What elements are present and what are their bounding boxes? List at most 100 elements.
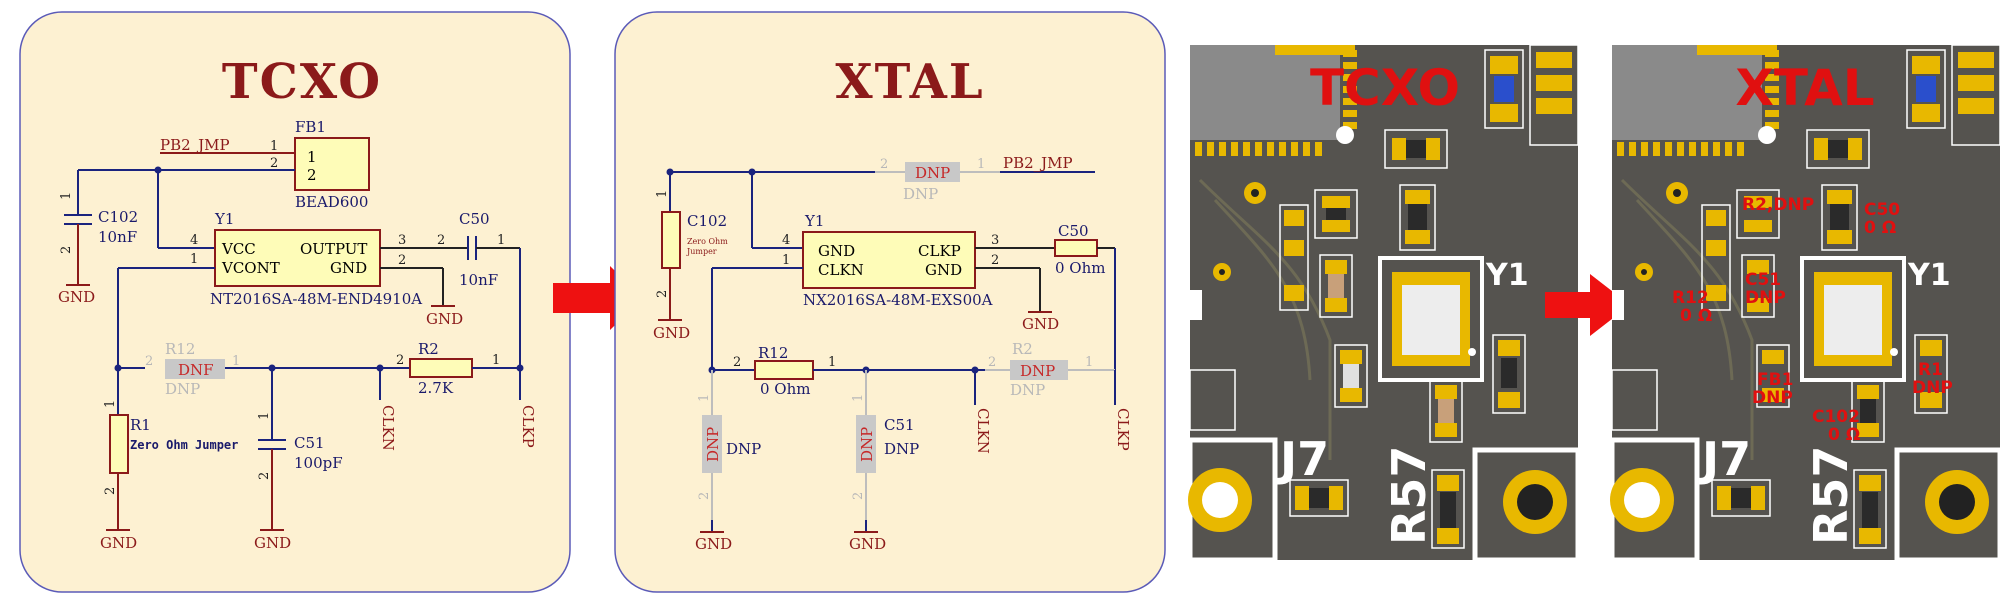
tcxo-y1-oscillator: Y1 VCC VCONT OUTPUT GND NT2016SA-48M-END… bbox=[210, 210, 422, 308]
pcb-xtal-r57-label: R57 bbox=[1804, 446, 1858, 545]
tcxo-fb1-bead: FB1 1 2 BEAD600 bbox=[294, 118, 370, 211]
svg-text:2: 2 bbox=[307, 166, 317, 184]
svg-text:0 Ohm: 0 Ohm bbox=[760, 380, 811, 398]
tcxo-net-clkp: CLKP bbox=[519, 405, 537, 448]
xtal-c102-jumper: C102 Zero Ohm Jumper bbox=[661, 211, 728, 269]
tcxo-c102-capacitor: 1 2 C102 10nF GND bbox=[58, 170, 138, 306]
svg-text:Y1: Y1 bbox=[214, 210, 234, 228]
pcb-xtal-y1-label: Y1 bbox=[1907, 258, 1951, 293]
svg-text:2: 2 bbox=[697, 492, 712, 500]
svg-text:NX2016SA-48M-EXS00A: NX2016SA-48M-EXS00A bbox=[803, 291, 993, 309]
svg-text:0 Ω: 0 Ω bbox=[1828, 425, 1860, 445]
pcb-xtal-c51-label: C51 bbox=[1745, 270, 1781, 290]
svg-text:GND: GND bbox=[100, 534, 137, 552]
svg-text:2: 2 bbox=[103, 487, 118, 495]
svg-text:DNP: DNP bbox=[165, 380, 200, 398]
svg-text:2: 2 bbox=[991, 253, 999, 268]
svg-text:DNP: DNP bbox=[1010, 381, 1045, 399]
svg-text:2: 2 bbox=[145, 354, 153, 369]
svg-text:GND: GND bbox=[925, 261, 962, 279]
xtal-y1-crystal: Y1 GND CLKN CLKP GND NX2016SA-48M-EXS00A bbox=[802, 212, 993, 309]
svg-text:2.7K: 2.7K bbox=[418, 379, 454, 397]
svg-text:1: 1 bbox=[851, 394, 866, 402]
svg-text:CLKN: CLKN bbox=[818, 261, 864, 279]
pcb-tcxo-r57-label: R57 bbox=[1382, 446, 1436, 545]
tcxo-r12-resistor-dnf: R12 DNF DNP bbox=[165, 340, 225, 398]
pcb-tcxo-render: TCXO Y1 J7 R57 bbox=[1187, 44, 1581, 563]
svg-text:1: 1 bbox=[492, 353, 500, 368]
xtal-net-clkp: CLKP bbox=[1114, 408, 1132, 451]
svg-text:C51: C51 bbox=[294, 434, 325, 452]
svg-text:1: 1 bbox=[103, 400, 118, 408]
svg-text:1: 1 bbox=[497, 233, 505, 248]
svg-text:1: 1 bbox=[828, 355, 836, 370]
svg-text:GND: GND bbox=[653, 324, 690, 342]
pcb-xtal-r2-dnp-label: R2,DNP bbox=[1742, 195, 1814, 215]
xtal-schematic-panel: XTAL 2 DNP DNP 1 PB2_JMP 1 C102 Zero Ohm… bbox=[614, 11, 1166, 593]
svg-text:R12: R12 bbox=[758, 344, 788, 362]
xtal-c51-capacitor-dnp: DNP C51 DNP bbox=[856, 415, 919, 473]
svg-text:GND: GND bbox=[695, 535, 732, 553]
svg-text:1: 1 bbox=[1085, 355, 1093, 370]
svg-text:DNP: DNP bbox=[1752, 388, 1793, 408]
svg-text:C51: C51 bbox=[884, 416, 915, 434]
svg-text:GND: GND bbox=[58, 288, 95, 306]
svg-text:2: 2 bbox=[851, 492, 866, 500]
xtal-net-pb2-jmp: PB2_JMP bbox=[1003, 154, 1073, 172]
svg-text:NT2016SA-48M-END4910A: NT2016SA-48M-END4910A bbox=[210, 290, 422, 308]
tcxo-r2-resistor: R2 2.7K bbox=[409, 340, 473, 397]
svg-text:DNP: DNP bbox=[1020, 362, 1055, 380]
svg-text:2: 2 bbox=[988, 355, 996, 370]
svg-text:1: 1 bbox=[697, 394, 712, 402]
pcb-tcxo-title: TCXO bbox=[1310, 59, 1460, 117]
pcb-xtal-c50-label: C50 bbox=[1864, 200, 1900, 220]
svg-text:CLKP: CLKP bbox=[918, 242, 961, 260]
xtal-r2-resistor-dnp: R2 DNP DNP bbox=[1010, 340, 1068, 399]
svg-text:1: 1 bbox=[190, 252, 198, 267]
svg-text:2: 2 bbox=[257, 472, 272, 480]
svg-text:DNF: DNF bbox=[178, 361, 214, 379]
svg-text:DNP: DNP bbox=[726, 440, 761, 458]
svg-text:GND: GND bbox=[849, 535, 886, 553]
tcxo-r1-resistor: R1 Zero Ohm Jumper bbox=[109, 414, 238, 474]
svg-text:4: 4 bbox=[190, 233, 198, 248]
svg-text:DNP: DNP bbox=[704, 427, 722, 462]
tcxo-c50-capacitor: C50 10nF bbox=[459, 210, 498, 289]
svg-text:GND: GND bbox=[254, 534, 291, 552]
svg-text:1: 1 bbox=[270, 139, 278, 154]
svg-text:2: 2 bbox=[880, 157, 888, 172]
svg-text:BEAD600: BEAD600 bbox=[295, 193, 368, 211]
svg-text:GND: GND bbox=[818, 242, 855, 260]
svg-text:C50: C50 bbox=[1058, 222, 1089, 240]
svg-text:2: 2 bbox=[270, 156, 278, 171]
svg-text:R2: R2 bbox=[1012, 340, 1033, 358]
svg-text:Zero Ohm: Zero Ohm bbox=[687, 237, 728, 246]
svg-text:C102: C102 bbox=[98, 208, 138, 226]
pcb-xtal-fb1-label: FB1 bbox=[1757, 370, 1793, 390]
xtal-title: XTAL bbox=[835, 54, 984, 110]
svg-text:3: 3 bbox=[398, 233, 406, 248]
svg-text:GND: GND bbox=[330, 259, 367, 277]
svg-text:Y1: Y1 bbox=[804, 212, 824, 230]
svg-text:DNP: DNP bbox=[884, 440, 919, 458]
xtal-pb2-jumper-dnp: DNP DNP bbox=[903, 162, 960, 203]
svg-text:2: 2 bbox=[396, 353, 404, 368]
svg-text:0 Ω: 0 Ω bbox=[1864, 218, 1896, 238]
svg-text:2: 2 bbox=[59, 246, 74, 254]
svg-text:0 Ohm: 0 Ohm bbox=[1055, 259, 1106, 277]
xtal-c50-jumper: C50 0 Ohm bbox=[1054, 222, 1106, 277]
svg-text:FB1: FB1 bbox=[295, 118, 326, 136]
svg-text:1: 1 bbox=[782, 253, 790, 268]
svg-text:C50: C50 bbox=[459, 210, 490, 228]
svg-text:2: 2 bbox=[398, 253, 406, 268]
svg-text:OUTPUT: OUTPUT bbox=[300, 240, 367, 258]
svg-text:2: 2 bbox=[437, 233, 445, 248]
svg-text:2: 2 bbox=[655, 290, 670, 298]
svg-text:1: 1 bbox=[232, 354, 240, 369]
pcb-arrow-right-icon bbox=[1545, 274, 1630, 336]
tcxo-schematic-panel: TCXO PB2_JMP 1 FB1 1 2 BEAD600 2 1 2 C10… bbox=[19, 11, 571, 593]
svg-text:GND: GND bbox=[1022, 315, 1059, 333]
xtal-net-clkn: CLKN bbox=[974, 408, 992, 454]
svg-text:VCC: VCC bbox=[221, 240, 256, 258]
pcb-xtal-render: XTAL Y1 J7 R57 R2,DNP C50 0 Ω C51 DNP R1… bbox=[1609, 44, 2000, 563]
